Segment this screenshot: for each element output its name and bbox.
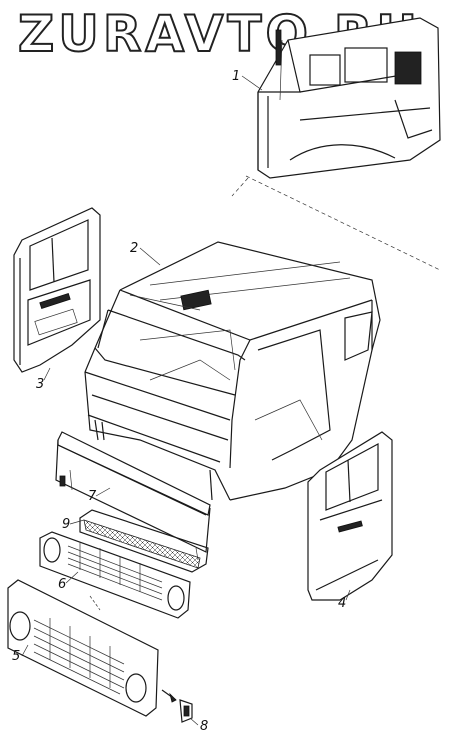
callout-3: 3: [36, 377, 44, 392]
leader-line-part-1: [231, 175, 441, 271]
callout-2: 2: [130, 241, 138, 256]
bracket-part-8: [161, 689, 193, 723]
callout-6: 6: [58, 577, 66, 592]
radiator-grille-part-6: [39, 531, 191, 619]
callout-9: 9: [62, 517, 70, 532]
mesh-grille-part-9: [79, 509, 209, 573]
callout-7: 7: [88, 489, 97, 504]
left-door-part-3: [13, 207, 101, 373]
callout-1: 1: [232, 69, 240, 84]
right-door-part-4: [307, 431, 393, 601]
callout-5: 5: [12, 649, 20, 664]
bumper-panel-part-5: [7, 579, 159, 717]
assembled-cab-part-1: [257, 17, 441, 179]
callout-4: 4: [338, 596, 346, 611]
cab-body-part-2: [84, 241, 381, 501]
upper-front-panel-part-7: [55, 431, 211, 561]
callout-leaders: [21, 75, 351, 726]
callout-8: 8: [200, 719, 208, 734]
